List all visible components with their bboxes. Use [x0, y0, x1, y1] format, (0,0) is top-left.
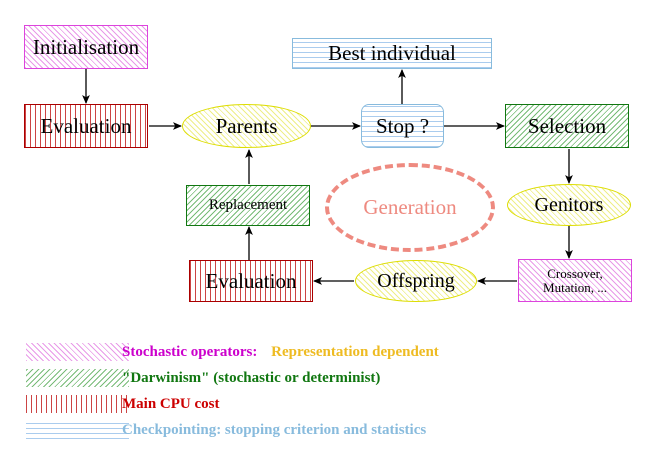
legend-swatch-checkpointing	[26, 421, 129, 439]
node-parents-label: Parents	[215, 113, 278, 138]
legend-row: Checkpointing: stopping criterion and st…	[0, 418, 662, 444]
legend-swatch-darwinism	[26, 369, 129, 387]
legend-text-primary: "Darwinism" (stochastic or determinist)	[122, 370, 381, 386]
legend-text-primary: Checkpointing: stopping criterion and st…	[122, 422, 427, 438]
node-replacement[interactable]: Replacement	[186, 185, 310, 226]
node-generation-group: Generation	[325, 163, 495, 252]
legend-row: "Darwinism" (stochastic or determinist)	[0, 366, 662, 392]
node-parents[interactable]: Parents	[182, 104, 311, 148]
node-genitors[interactable]: Genitors	[507, 184, 631, 226]
node-generation-label: Generation	[363, 195, 457, 220]
node-evaluation-bottom[interactable]: Evaluation	[189, 260, 313, 302]
legend-text-secondary: Representation dependent	[271, 344, 439, 360]
node-offspring-label: Offspring	[377, 269, 455, 292]
node-evaluation-bottom-label: Evaluation	[205, 268, 297, 293]
legend-text-primary: Main CPU cost	[122, 396, 220, 412]
node-stop-label: Stop ?	[375, 113, 430, 138]
legend-label-main-cpu-cost: Main CPU cost	[122, 392, 220, 416]
node-evaluation-top-label: Evaluation	[40, 113, 132, 138]
legend-label-stochastic-operators: Stochastic operators: Representation dep…	[122, 340, 439, 364]
legend-row: Stochastic operators: Representation dep…	[0, 340, 662, 366]
node-best-individual[interactable]: Best individual	[292, 38, 492, 69]
node-crossover-mutation-label: Crossover, Mutation, ...	[543, 265, 607, 295]
node-crossover-mutation[interactable]: Crossover, Mutation, ...	[518, 259, 632, 302]
legend-row: Main CPU cost	[0, 392, 662, 418]
node-stop[interactable]: Stop ?	[361, 104, 444, 148]
legend-label-checkpointing: Checkpointing: stopping criterion and st…	[122, 418, 426, 442]
node-selection-label: Selection	[527, 113, 607, 138]
node-replacement-label: Replacement	[208, 196, 288, 213]
node-best-individual-label: Best individual	[328, 41, 456, 66]
legend-label-darwinism: "Darwinism" (stochastic or determinist)	[122, 366, 380, 390]
node-selection[interactable]: Selection	[505, 104, 629, 148]
node-initialisation[interactable]: Initialisation	[24, 25, 148, 69]
legend-text-primary: Stochastic operators:	[122, 344, 258, 360]
node-genitors-label: Genitors	[534, 193, 604, 216]
node-evaluation-top[interactable]: Evaluation	[24, 104, 148, 148]
node-offspring[interactable]: Offspring	[355, 260, 477, 302]
legend: Stochastic operators: Representation dep…	[0, 340, 662, 444]
legend-swatch-main-cpu-cost	[26, 395, 129, 413]
legend-swatch-stochastic-operators	[26, 343, 129, 361]
node-initialisation-label: Initialisation	[32, 34, 140, 59]
